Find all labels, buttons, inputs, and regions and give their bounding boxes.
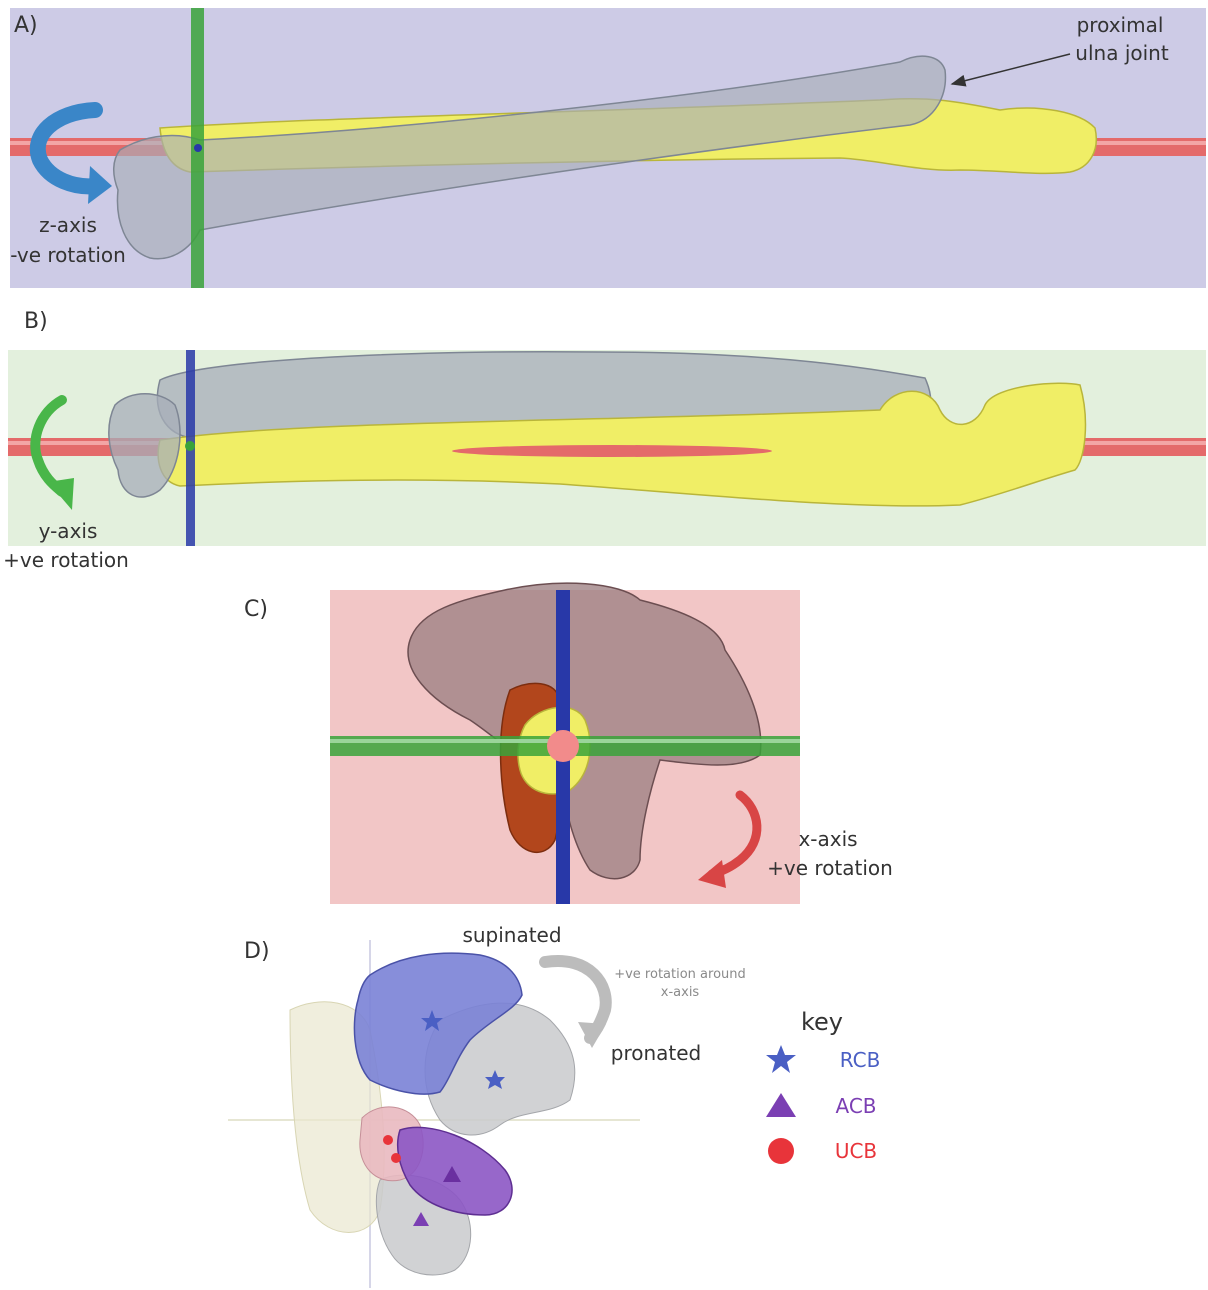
- panel-c-rotation-label: x-axis: [798, 827, 857, 851]
- circle-icon: [768, 1138, 794, 1164]
- key-title: key: [801, 1008, 843, 1036]
- panel-a-letter: A): [14, 13, 38, 38]
- panel-c-rotation-label-2: +ve rotation: [767, 856, 893, 880]
- ucb-marker-1: [383, 1135, 393, 1145]
- proximal-ulna-callout: proximal: [1077, 13, 1164, 37]
- panel-b-rotation-label: y-axis: [39, 519, 98, 543]
- rotation-note-2: x-axis: [661, 985, 700, 1000]
- supinated-label: supinated: [462, 923, 561, 947]
- panel-c: C) x-axis +ve rotation: [244, 583, 893, 904]
- panel-d-letter: D): [244, 939, 270, 964]
- pronated-label: pronated: [611, 1041, 702, 1065]
- panel-a-rotation-label: z-axis: [39, 213, 97, 237]
- star-icon: [766, 1045, 796, 1073]
- panel-b-letter: B): [24, 309, 48, 334]
- triangle-icon: [766, 1093, 796, 1117]
- key-item-acb: ACB: [835, 1094, 876, 1118]
- panel-b-rotation-label-2: +ve rotation: [3, 548, 129, 572]
- panel-b: B) y-axis +ve rotation: [3, 309, 1206, 572]
- panel-a: A) z-axis -ve rotation proximal ulna joi…: [10, 8, 1206, 288]
- panel-c-letter: C): [244, 597, 268, 622]
- panel-d: D) supinated pronated +ve rotation aroun…: [228, 923, 746, 1288]
- panel-a-rotation-label-2: -ve rotation: [10, 243, 126, 267]
- key-legend: key RCB ACB UCB: [766, 1008, 880, 1164]
- key-item-rcb: RCB: [840, 1048, 881, 1072]
- ucb-marker-2: [391, 1153, 401, 1163]
- key-item-ucb: UCB: [835, 1139, 877, 1163]
- rotation-note: +ve rotation around: [614, 967, 746, 982]
- proximal-ulna-callout-2: ulna joint: [1075, 41, 1169, 65]
